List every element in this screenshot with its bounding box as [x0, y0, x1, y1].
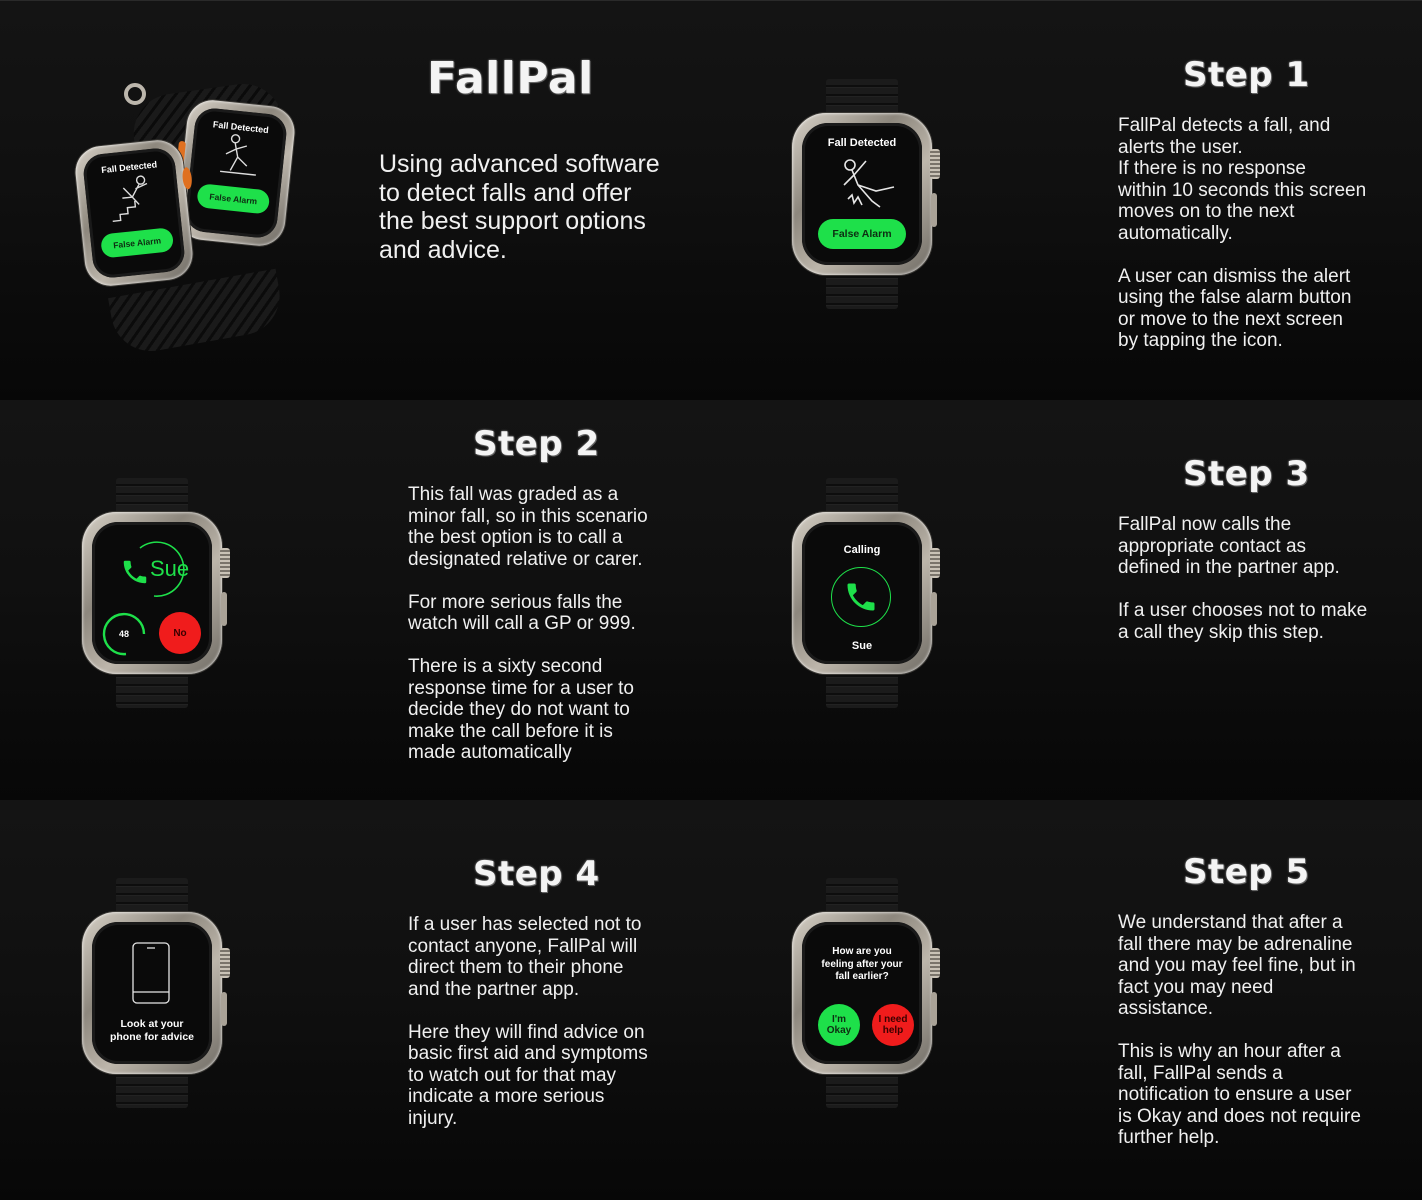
step-1-description: FallPal detects a fall, and alerts the u…: [1118, 115, 1366, 352]
paragraph: A user can dismiss the alert using the f…: [1118, 265, 1352, 352]
phone-icon: [847, 583, 875, 611]
paragraph: Here they will find advice on basic firs…: [408, 1021, 648, 1129]
false-alarm-button[interactable]: False Alarm: [100, 227, 175, 259]
app-title: FallPal: [427, 53, 594, 104]
false-alarm-button[interactable]: False Alarm: [196, 183, 271, 215]
side-button: [931, 193, 937, 227]
watch-case: Fall Detected False Alarm: [174, 97, 298, 249]
watch-screen: Look at your phone for advice: [92, 922, 212, 1064]
tagline-text: Using advanced software to detect falls …: [379, 150, 660, 264]
paragraph: If a user has selected not to contact an…: [408, 914, 642, 1000]
watch-screen: Sue 48 No: [92, 522, 212, 664]
side-button: [221, 592, 227, 626]
step-2-title: Step 2: [473, 424, 600, 464]
watch-screen: How are you feeling after your fall earl…: [802, 922, 922, 1064]
countdown-seconds: 48: [118, 629, 129, 639]
app-tagline: Using advanced software to detect falls …: [379, 150, 660, 264]
watch-case: Look at your phone for advice: [82, 912, 230, 1074]
watch-screen: Fall Detected False Alarm: [802, 123, 922, 265]
smartphone-icon: [132, 942, 170, 1004]
countdown-ring: [102, 612, 146, 656]
side-button: [221, 992, 227, 1026]
watch-screen: Fall Detected False Alarm: [183, 106, 289, 240]
false-alarm-button[interactable]: False Alarm: [818, 219, 906, 249]
watch-screen: Calling Sue: [802, 522, 922, 664]
step-5-title: Step 5: [1183, 852, 1310, 892]
watch-case: Calling Sue: [792, 512, 940, 674]
step-4-watch: Look at your phone for advice: [77, 878, 230, 1108]
paragraph: There is a sixty second response time fo…: [408, 656, 634, 763]
paragraph: This fall was graded as a minor fall, so…: [408, 484, 648, 570]
digital-crown: [930, 948, 940, 978]
side-button: [931, 992, 937, 1026]
digital-crown: [930, 548, 940, 578]
step-5-watch: How are you feeling after your fall earl…: [787, 878, 940, 1108]
slipping-person-icon: [220, 134, 256, 176]
call-status: Calling: [843, 544, 881, 556]
strap-loop: [124, 83, 146, 105]
paragraph: FallPal detects a fall, and alerts the u…: [1118, 115, 1367, 244]
digital-crown: [930, 149, 940, 179]
step-4-description: If a user has selected not to contact an…: [408, 914, 648, 1129]
screen-title: Fall Detected: [827, 137, 897, 149]
step-1-title: Step 1: [1183, 55, 1310, 95]
watch-case: How are you feeling after your fall earl…: [792, 912, 940, 1074]
hero-watches-image: Fall Detected False Alarm Fall Detected …: [72, 78, 302, 358]
paragraph: If a user chooses not to make a call the…: [1118, 600, 1368, 643]
steps-2-3-row: Sue 48 No Step 2 This fall was graded as…: [0, 400, 1422, 800]
step-5-description: We understand that after a fall there ma…: [1118, 912, 1361, 1149]
decline-call-button[interactable]: No: [159, 612, 201, 654]
step-2-description: This fall was graded as a minor fall, so…: [408, 484, 648, 764]
contact-name: Sue: [150, 556, 190, 581]
im-okay-button[interactable]: I'm Okay: [818, 1004, 860, 1046]
step-3-watch: Calling Sue: [787, 478, 940, 708]
side-button: [931, 592, 937, 626]
phone-icon[interactable]: [120, 554, 150, 590]
check-in-question: How are you feeling after your fall earl…: [821, 946, 903, 982]
paragraph: FallPal now calls the appropriate contac…: [1118, 514, 1340, 578]
paragraph: We understand that after a fall there ma…: [1118, 912, 1356, 1019]
falling-down-stairs-icon: [112, 175, 148, 222]
step-2-watch: Sue 48 No: [77, 478, 230, 708]
falling-person-icon[interactable]: [836, 155, 900, 211]
step-4-title: Step 4: [473, 854, 600, 894]
digital-crown: [220, 548, 230, 578]
step-3-description: FallPal now calls the appropriate contac…: [1118, 514, 1367, 643]
call-ring: [831, 567, 891, 627]
watch-screen: Fall Detected False Alarm: [81, 146, 187, 280]
intro-row: Fall Detected False Alarm Fall Detected …: [0, 0, 1422, 400]
contact-name: Sue: [851, 640, 873, 652]
paragraph: For more serious falls the watch will ca…: [408, 591, 636, 635]
steps-4-5-row: Look at your phone for advice Step 4 If …: [0, 800, 1422, 1200]
watch-case: Sue 48 No: [82, 512, 230, 674]
need-help-button[interactable]: I need help: [872, 1004, 914, 1046]
watch-case: Fall Detected False Alarm: [72, 137, 196, 289]
digital-crown: [220, 948, 230, 978]
advice-message: Look at your phone for advice: [109, 1018, 194, 1043]
call-ring-icon: [139, 541, 185, 597]
watch-case: Fall Detected False Alarm: [792, 113, 940, 275]
paragraph: This is why an hour after a fall, FallPa…: [1118, 1041, 1361, 1148]
step-3-title: Step 3: [1183, 454, 1310, 494]
step-1-watch: Fall Detected False Alarm: [787, 79, 940, 309]
